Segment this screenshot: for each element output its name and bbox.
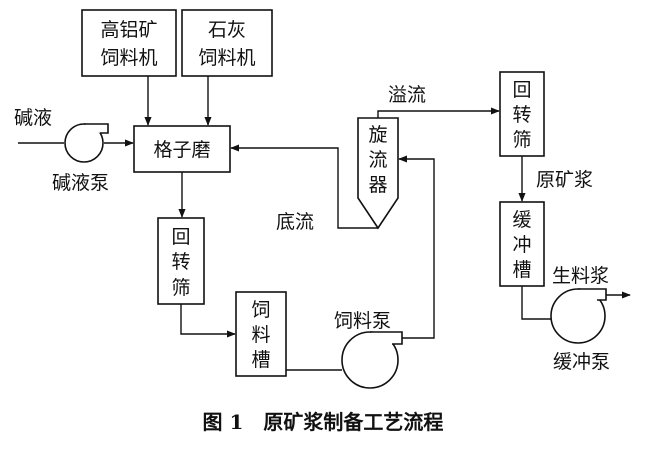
buffer-pump-icon <box>550 288 607 344</box>
buffer-tank: 缓 冲 槽 <box>499 201 545 287</box>
pump-to-cyclone-arrow <box>398 155 435 339</box>
alkali-pump-label: 碱液泵 <box>52 172 109 194</box>
rotary-screen-2-char3: 筛 <box>512 129 531 151</box>
alkali-pump-icon <box>64 123 109 163</box>
high-alumina-feeder-line2: 饲料机 <box>100 47 157 69</box>
lime-feeder-line2: 饲料机 <box>198 47 255 69</box>
high-alumina-feeder-line1: 高铝矿 <box>100 19 157 41</box>
feed-pump-icon <box>341 331 403 389</box>
screen-to-feed-tank-arrow <box>180 304 236 338</box>
rotary-screen-1-char3: 筛 <box>171 277 190 299</box>
feed-tank-char2: 料 <box>251 324 270 346</box>
rotary-screen-2-char2: 转 <box>512 104 531 126</box>
underflow-label: 底流 <box>276 211 314 233</box>
overflow-label: 溢流 <box>388 84 426 106</box>
buffer-tank-char1: 缓 <box>512 209 531 231</box>
figure-caption: 图 1 原矿浆制备工艺流程 <box>203 410 444 434</box>
rotary-screen-1-char1: 回 <box>171 226 190 248</box>
hydrocyclone: 旋 流 器 <box>357 117 399 230</box>
buffer-tank-char3: 槽 <box>512 259 531 281</box>
raw-slurry-label: 原矿浆 <box>536 169 593 191</box>
buffer-pump-label: 缓冲泵 <box>553 351 610 373</box>
hydrocyclone-char1: 旋 <box>368 124 387 146</box>
feed-tank: 饲 料 槽 <box>235 291 287 377</box>
hydrocyclone-char3: 器 <box>368 174 387 196</box>
hydrocyclone-char2: 流 <box>368 149 387 171</box>
feed-tank-char3: 槽 <box>251 349 270 371</box>
feed-pump-label: 饲料泵 <box>334 310 391 332</box>
grate-mill: 格子磨 <box>133 125 231 173</box>
lime-feeder-line1: 石灰 <box>208 19 246 41</box>
buffer-tank-to-pump-line <box>521 286 551 320</box>
rotary-screen-2: 回 转 筛 <box>499 71 545 157</box>
lime-feeder: 石灰 饲料机 <box>181 9 273 77</box>
rotary-screen-1: 回 转 筛 <box>157 217 205 305</box>
raw-feed-slurry-label: 生料浆 <box>552 265 609 287</box>
rotary-screen-2-char1: 回 <box>512 79 531 101</box>
overflow-to-screen-arrow <box>377 107 500 118</box>
grate-mill-label: 格子磨 <box>153 139 210 161</box>
high-alumina-feeder: 高铝矿 饲料机 <box>81 9 177 77</box>
feed-tank-char1: 饲 <box>251 299 270 321</box>
rotary-screen-1-char2: 转 <box>171 251 190 273</box>
underflow-return-arrow <box>230 144 378 229</box>
buffer-tank-char2: 冲 <box>512 234 531 256</box>
alkali-label: 碱液 <box>14 107 52 129</box>
